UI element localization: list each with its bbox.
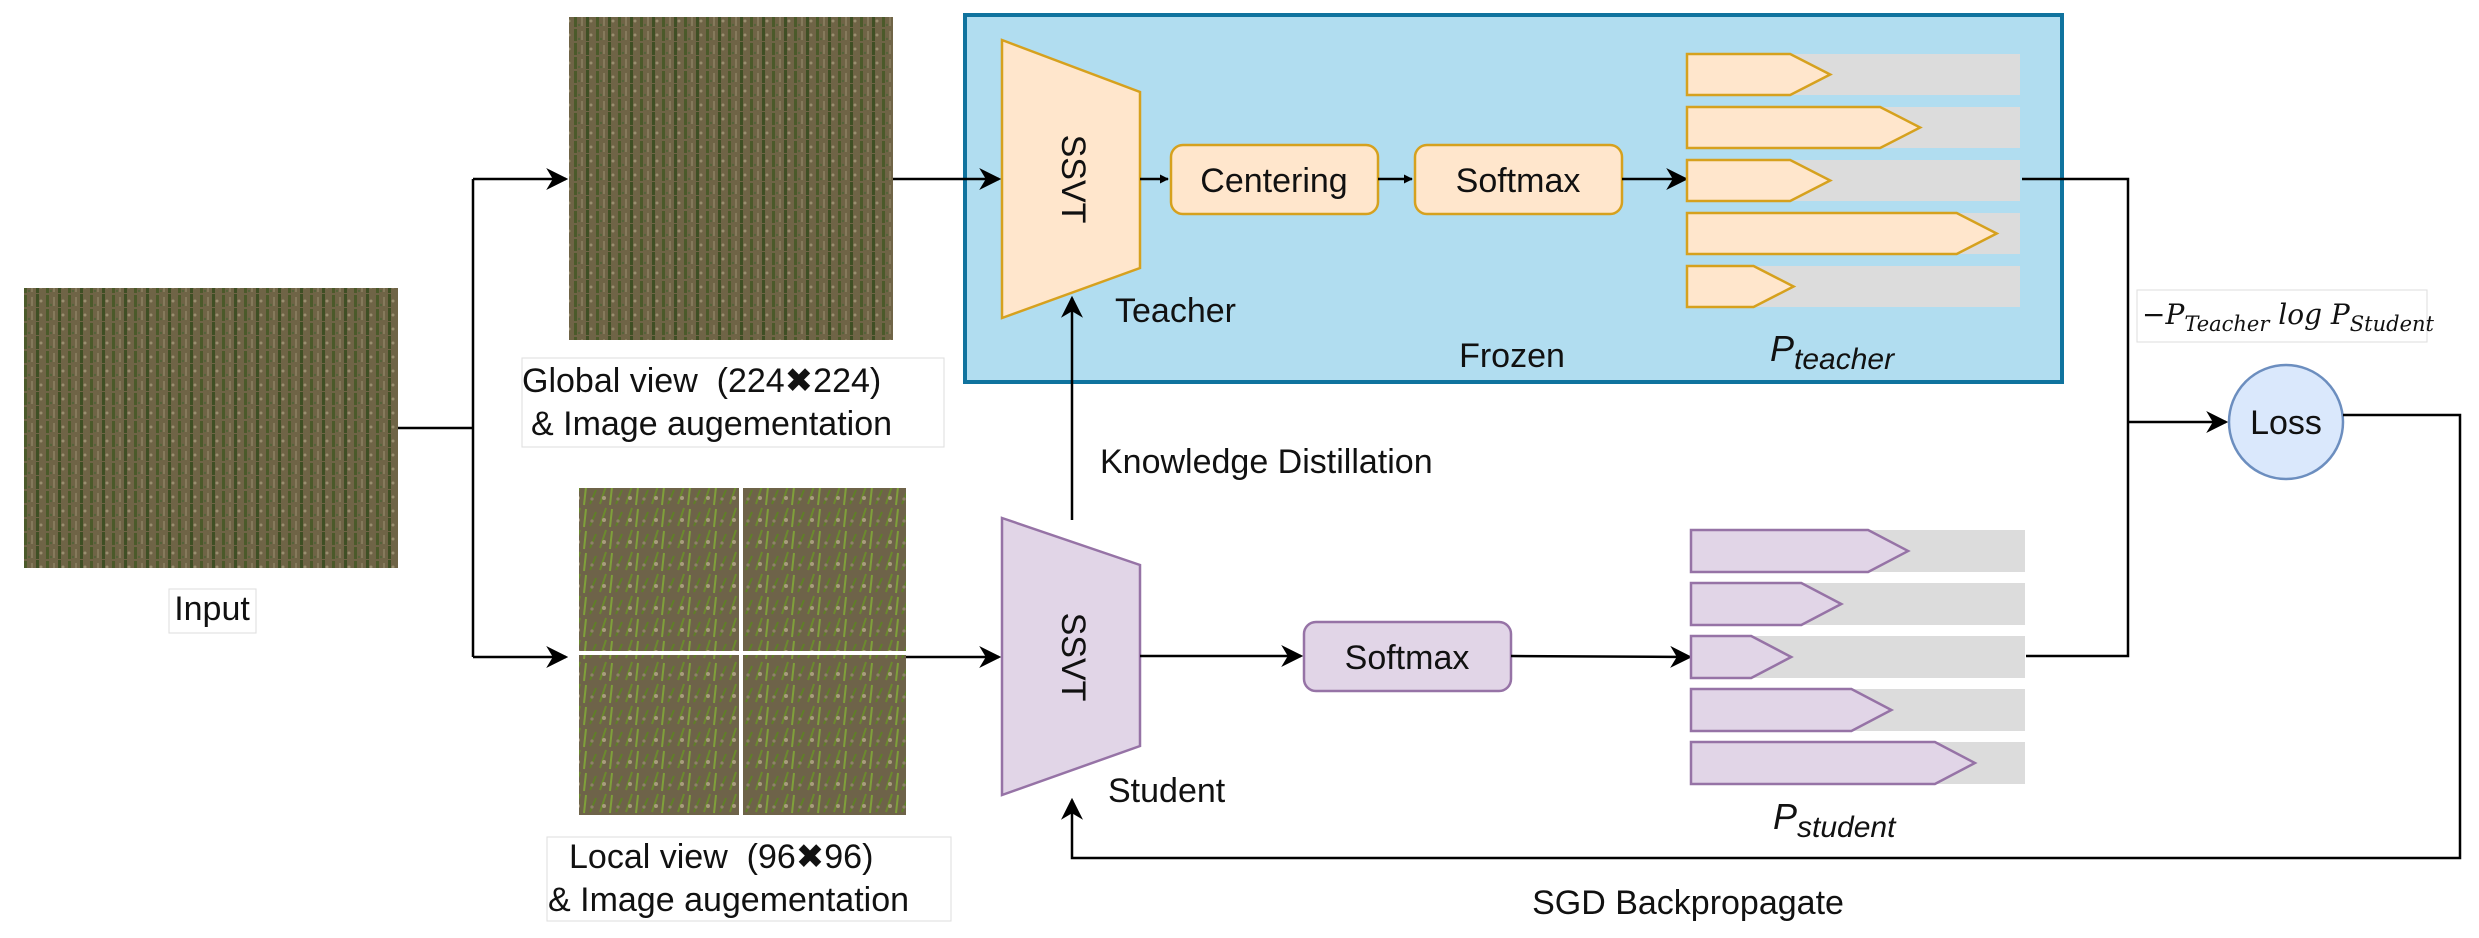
- loss-formula: −PTeacher log PStudent: [2142, 298, 2435, 336]
- student-bar-5: [1689, 740, 1978, 786]
- student-bar-4: [1689, 687, 1895, 733]
- local-crop-4: [743, 655, 906, 815]
- student-flow-arrows: [906, 645, 1693, 668]
- input-image: [24, 288, 398, 568]
- p-student-label: Pstudent: [1773, 796, 1897, 844]
- student-bar-1: [1689, 528, 1911, 574]
- teacher-bar-4: [1685, 211, 2000, 256]
- student-distribution: [1689, 528, 2025, 786]
- teacher-bar-3: [1685, 158, 1833, 203]
- local-view-label-1: Local view (96✖96): [569, 838, 873, 876]
- student-bar-2: [1689, 581, 1844, 627]
- teacher-encoder: [1000, 38, 1142, 320]
- loss-label: Loss: [2250, 404, 2322, 442]
- global-view-label-1: Global view (224✖224): [522, 362, 881, 400]
- loss-node: [2227, 363, 2345, 481]
- loss-formula-box: [2136, 289, 2428, 343]
- knowledge-distillation-label: Knowledge Distillation: [1100, 443, 1433, 481]
- global-view-label-box: [521, 357, 945, 448]
- frozen-label: Frozen: [1459, 337, 1565, 375]
- teacher-bar-5: [1685, 264, 1797, 309]
- local-crop-3: [579, 655, 739, 815]
- teacher-label: Teacher: [1115, 292, 1236, 330]
- teacher-softmax-label: Softmax: [1456, 162, 1581, 200]
- local-crop-1: [579, 488, 739, 651]
- sgd-backpropagate-label: SGD Backpropagate: [1532, 884, 1844, 922]
- input-label: Input: [174, 590, 250, 628]
- student-encoder-label: SSVT: [1054, 613, 1092, 702]
- backprop-arrow: [1061, 413, 2462, 860]
- p-teacher-label: Pteacher: [1770, 328, 1895, 376]
- global-view-label-2: & Image augementation: [531, 405, 892, 443]
- local-view-crops: [579, 488, 906, 815]
- input-label-box: [168, 588, 257, 634]
- teacher-bar-1: [1685, 52, 1833, 97]
- centering-label: Centering: [1200, 162, 1347, 200]
- student-encoder: [1000, 516, 1142, 797]
- teacher-bar-2: [1685, 105, 1923, 150]
- input-branch-arrows: [398, 168, 569, 668]
- student-label: Student: [1108, 772, 1226, 810]
- global-view-image: [569, 17, 893, 340]
- student-bar-3: [1689, 634, 1794, 680]
- loss-connector-lines: [2022, 177, 2229, 658]
- local-view-label-2: & Image augementation: [548, 881, 909, 919]
- local-view-label-box: [546, 836, 952, 922]
- teacher-distribution: [1685, 52, 2020, 309]
- student-softmax-label: Softmax: [1345, 639, 1470, 677]
- teacher-encoder-label: SSVT: [1054, 135, 1092, 224]
- local-crop-2: [743, 488, 906, 651]
